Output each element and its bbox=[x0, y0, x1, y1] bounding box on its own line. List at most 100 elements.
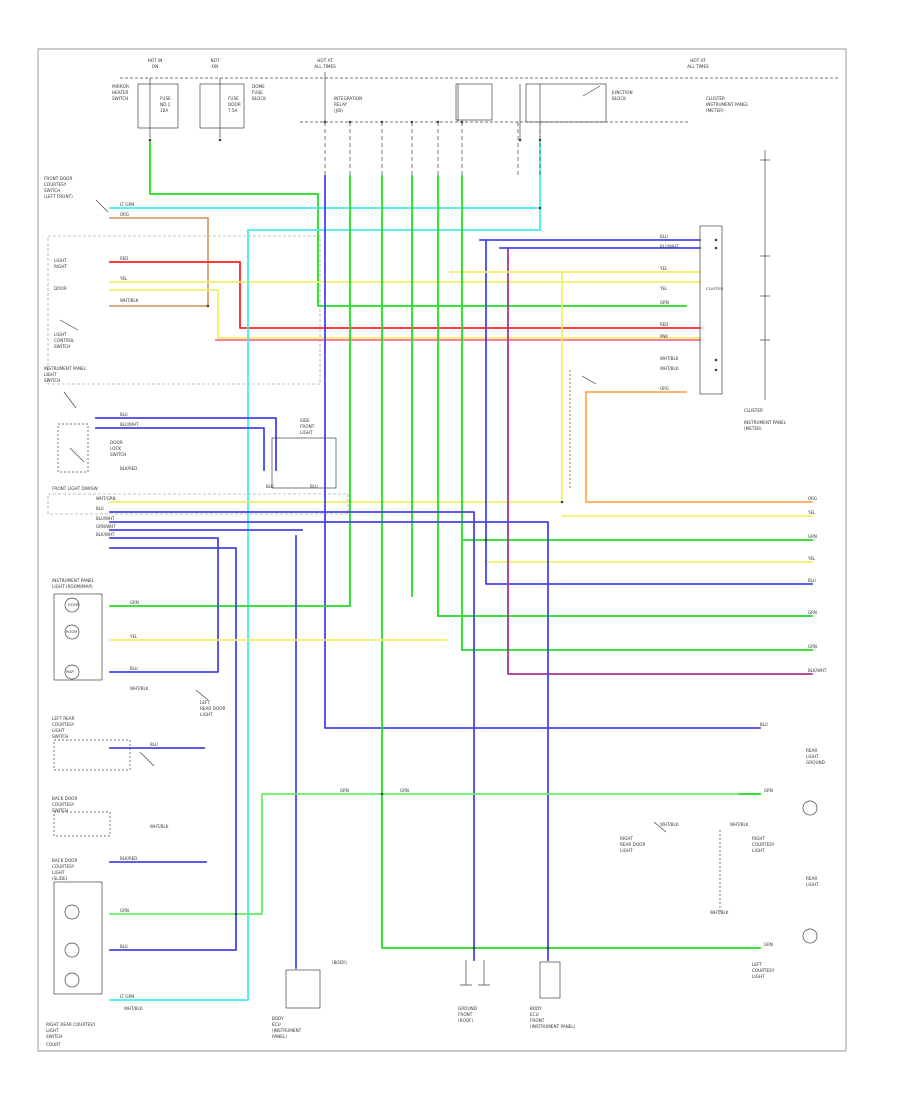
relay-box bbox=[455, 83, 493, 121]
diagram-label: SWITCH bbox=[44, 378, 60, 383]
wire-color-label: BLU bbox=[266, 484, 274, 489]
diagram-label: CONTROL bbox=[54, 338, 75, 343]
diagram-label: NO.1 bbox=[160, 102, 171, 107]
diagram-label: DOOR bbox=[110, 440, 123, 445]
wire-grn-bottom bbox=[381, 175, 761, 949]
wire-blu-right bbox=[485, 239, 813, 585]
wire-color-label: GRN bbox=[764, 942, 773, 947]
diagram-label: FUSE bbox=[228, 96, 239, 101]
wire-color-label: WHT/BLK bbox=[120, 298, 139, 303]
door-fuse-box bbox=[199, 83, 245, 129]
diagram-label: REAR bbox=[806, 748, 817, 753]
diagram-label: LEFT bbox=[200, 700, 210, 705]
wire-color-label: YEL bbox=[129, 634, 138, 639]
diagram-label: LIGHT bbox=[806, 754, 819, 759]
diagram-label: HEATER bbox=[112, 90, 129, 95]
diagram-label: RIGHT bbox=[752, 836, 766, 841]
diagram-label: CLUSTER bbox=[744, 408, 763, 413]
splice-dot bbox=[714, 368, 718, 372]
diagram-label: LIGHT bbox=[200, 712, 213, 717]
splice-dot bbox=[218, 138, 222, 142]
back-door-light-box bbox=[53, 881, 103, 995]
cluster-switch-contact bbox=[581, 375, 597, 385]
wire-color-label: WHT/BLK bbox=[660, 356, 679, 361]
wire-color-label: WHT/BLK bbox=[660, 366, 679, 371]
diagram-label: (ROOF) bbox=[458, 1018, 474, 1023]
back-door-lamp bbox=[64, 972, 80, 988]
power-label: ALL TIMES bbox=[687, 64, 709, 69]
diagram-label: FUSE bbox=[160, 96, 171, 101]
splice-dot bbox=[380, 792, 384, 796]
wire-color-label: GRN bbox=[808, 610, 817, 615]
diagram-label: FRONT LIGHT DIM/SW bbox=[52, 486, 98, 491]
diagram-label: COURTESY bbox=[44, 182, 67, 187]
splice-dot bbox=[538, 138, 542, 142]
splice-dot bbox=[380, 120, 384, 124]
splice-dot bbox=[484, 538, 488, 542]
wire-color-label: RED bbox=[660, 322, 668, 327]
diagram-label: (LEFT FRONT) bbox=[44, 194, 73, 199]
wire-color-label: WHT/BLK bbox=[124, 1006, 143, 1011]
diagram-label: LIGHT bbox=[52, 870, 65, 875]
wire-color-label: YEL bbox=[119, 276, 128, 281]
splice-dot bbox=[460, 120, 464, 124]
diagram-label: SWITCH bbox=[110, 452, 126, 457]
power-label: HOT AT bbox=[690, 58, 706, 63]
diagram-label: MIRROR bbox=[112, 84, 129, 89]
wire-color-label: ORG bbox=[120, 212, 129, 217]
wire-grn-mirror bbox=[149, 139, 687, 307]
wire-blu-backdoor bbox=[109, 547, 237, 951]
diagram-label: RIGHT bbox=[620, 836, 634, 841]
diagram-label: BACK DOOR bbox=[52, 796, 77, 801]
wire-color-label: GRN/WHT bbox=[96, 524, 116, 529]
diagram-label: INSTRUMENT PANEL bbox=[706, 102, 749, 107]
wire-blu-lock bbox=[95, 417, 277, 471]
diagram-label: GROUND bbox=[806, 760, 825, 765]
wire-color-label: ORG bbox=[808, 496, 817, 501]
splice-dot bbox=[323, 120, 327, 124]
diagram-label: RIGHT bbox=[54, 264, 68, 269]
splice-dot bbox=[436, 120, 440, 124]
diagram-label: CLUSTER bbox=[706, 96, 725, 101]
diagram-label: BODY bbox=[272, 1016, 284, 1021]
wire-color-label: BLU bbox=[760, 722, 768, 727]
left-courtesy-lamp bbox=[802, 928, 818, 944]
wire-color-label: BLU bbox=[130, 666, 138, 671]
wire-color-label: BLU/WHT bbox=[96, 516, 115, 521]
diagram-label: DOOR bbox=[54, 286, 67, 291]
splice-dot bbox=[206, 304, 210, 308]
wire-color-label: GRN bbox=[808, 644, 817, 649]
diagram-label: COURTESY bbox=[752, 842, 775, 847]
diagram-label: ECU bbox=[530, 1012, 539, 1017]
lock-switch-contact bbox=[69, 447, 85, 463]
wire-color-label: GRN bbox=[400, 788, 409, 793]
diagram-label: FUSE bbox=[252, 90, 263, 95]
ground-symbol bbox=[460, 960, 472, 986]
wire-blu-lock-2 bbox=[95, 427, 265, 471]
diagram-label: ECU bbox=[272, 1022, 281, 1027]
diagram-label: LEFT bbox=[752, 962, 762, 967]
splice-dot bbox=[518, 138, 522, 142]
splice-dot bbox=[348, 120, 352, 124]
body-ecu-box bbox=[285, 969, 321, 1009]
wire-color-label: LT GRN bbox=[120, 994, 134, 999]
relay-switch-contact bbox=[582, 85, 601, 97]
wire-color-label: BLK/RED bbox=[120, 466, 137, 471]
junction-connector-box bbox=[539, 961, 561, 999]
diagram-label: BACK DOOR bbox=[52, 858, 77, 863]
splice-dot bbox=[560, 500, 564, 504]
wire-org-right bbox=[585, 391, 813, 503]
wire-color-label: BLU/WHT bbox=[660, 244, 679, 249]
wire-color-label: WHT/BLK bbox=[150, 824, 169, 829]
panel-switch-contact bbox=[63, 391, 77, 409]
diagram-label: LIGHT bbox=[52, 728, 65, 733]
ground-symbol bbox=[478, 960, 490, 986]
wire-color-label: LT GRN bbox=[120, 202, 134, 207]
room-map-light-box bbox=[53, 593, 103, 681]
wire-cyan-bottom bbox=[109, 229, 249, 1001]
wire-color-label: ORG bbox=[660, 386, 669, 391]
diagram-label: (INSTRUMENT PANEL) bbox=[530, 1024, 576, 1029]
splice-dot bbox=[148, 138, 152, 142]
door-light-lamp bbox=[64, 597, 80, 613]
wire-color-label: GRN bbox=[808, 534, 817, 539]
